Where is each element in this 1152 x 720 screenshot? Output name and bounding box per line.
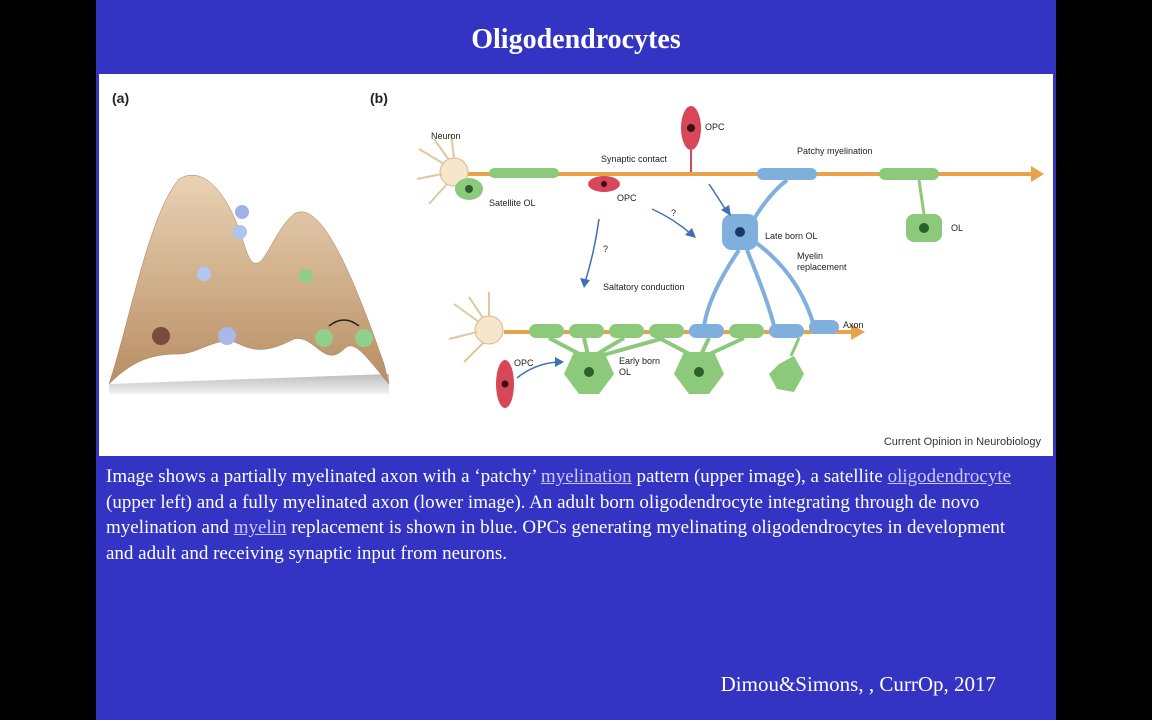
cell-ball-6: [218, 327, 236, 345]
opc-bottom-nucleus: [502, 381, 509, 388]
lower-myelin-2: [569, 324, 604, 338]
label-q1: ?: [671, 208, 676, 218]
panel-b-label: (b): [370, 90, 388, 106]
figure: (a) (b): [99, 74, 1053, 456]
lower-myelin-1: [529, 324, 564, 338]
arrow-down-q: [585, 219, 599, 282]
label-myelin-replacement-1: Myelin: [797, 251, 823, 261]
lower-myelin-5: [729, 324, 764, 338]
caption-text-1: Image shows a partially myelinated axon …: [106, 466, 541, 487]
late-born-ol-nucleus: [735, 227, 745, 237]
label-ol: OL: [951, 223, 963, 233]
satellite-ol-nucleus: [465, 185, 473, 193]
label-patchy-myelination: Patchy myelination: [797, 146, 873, 156]
caption-link-myelin[interactable]: myelin: [234, 517, 287, 538]
cell-ball-2: [233, 225, 247, 239]
lower-myelin-3: [609, 324, 644, 338]
caption-link-oligodendrocyte[interactable]: oligodendrocyte: [888, 466, 1011, 487]
label-synaptic-contact: Synaptic contact: [601, 154, 668, 164]
figure-credit: Current Opinion in Neurobiology: [884, 436, 1041, 448]
upper-myelin-2: [879, 168, 939, 180]
lower-myelin-blue-1: [689, 324, 724, 338]
dying-ol: [769, 356, 804, 392]
opc-top-nucleus: [687, 124, 695, 132]
label-axon: Axon: [843, 320, 864, 330]
panel-a-label: (a): [112, 90, 129, 106]
label-q2: ?: [603, 244, 608, 254]
upper-myelin-1: [489, 168, 559, 178]
caption-link-myelination[interactable]: myelination: [541, 466, 632, 487]
label-neuron: Neuron: [431, 131, 461, 141]
citation: Dimou&Simons, , CurrOp, 2017: [721, 672, 996, 697]
slide-title: Oligodendrocytes: [96, 24, 1056, 56]
early-born-ol-nucleus: [584, 367, 594, 377]
arrow-down-q-head: [580, 278, 590, 288]
right-ol-nucleus: [919, 223, 929, 233]
label-opc-bottom: OPC: [514, 358, 534, 368]
slide: Oligodendrocytes (a) (b): [96, 0, 1056, 720]
lower-myelin-blue-2: [769, 324, 804, 338]
cell-ball-5: [152, 327, 170, 345]
landscape-illustration: [109, 154, 399, 454]
cell-ball-1: [235, 205, 249, 219]
label-early-born-ol-2: OL: [619, 367, 631, 377]
label-early-born-ol-1: Early born: [619, 356, 660, 366]
lower-myelin-blue-3: [809, 320, 839, 334]
upper-myelin-blue: [757, 168, 817, 180]
myelination-schematic: Neuron Satellite OL Synaptic contact OPC…: [409, 94, 1049, 434]
lower-myelin-4: [649, 324, 684, 338]
arrow-opc-to-late-ol-head: [721, 205, 731, 216]
label-myelin-replacement-2: replacement: [797, 262, 847, 272]
arrow-opc-bottom-head: [555, 357, 564, 367]
upper-axon-tip: [1031, 166, 1044, 182]
caption-text-2: pattern (upper image), a satellite: [632, 466, 888, 487]
label-opc-mid: OPC: [617, 193, 637, 203]
landscape-base: [109, 374, 389, 394]
early-born-ol-2-nucleus: [694, 367, 704, 377]
landscape-surface: [109, 175, 389, 384]
label-saltatory-conduction: Saltatory conduction: [603, 282, 685, 292]
opc-mid-nucleus: [601, 181, 607, 187]
right-ol-process: [919, 180, 924, 214]
caption: Image shows a partially myelinated axon …: [106, 464, 1036, 566]
cell-ball-3: [197, 267, 211, 281]
label-late-born-ol: Late born OL: [765, 231, 818, 241]
cell-ball-8: [355, 329, 373, 347]
dying-ol-process: [791, 338, 799, 356]
arrow-opc-to-late-ol: [709, 184, 727, 212]
lower-neuron: [475, 316, 503, 344]
cell-ball-4: [299, 269, 313, 283]
cell-ball-7: [315, 329, 333, 347]
label-satellite-ol: Satellite OL: [489, 198, 536, 208]
label-opc-top: OPC: [705, 122, 725, 132]
